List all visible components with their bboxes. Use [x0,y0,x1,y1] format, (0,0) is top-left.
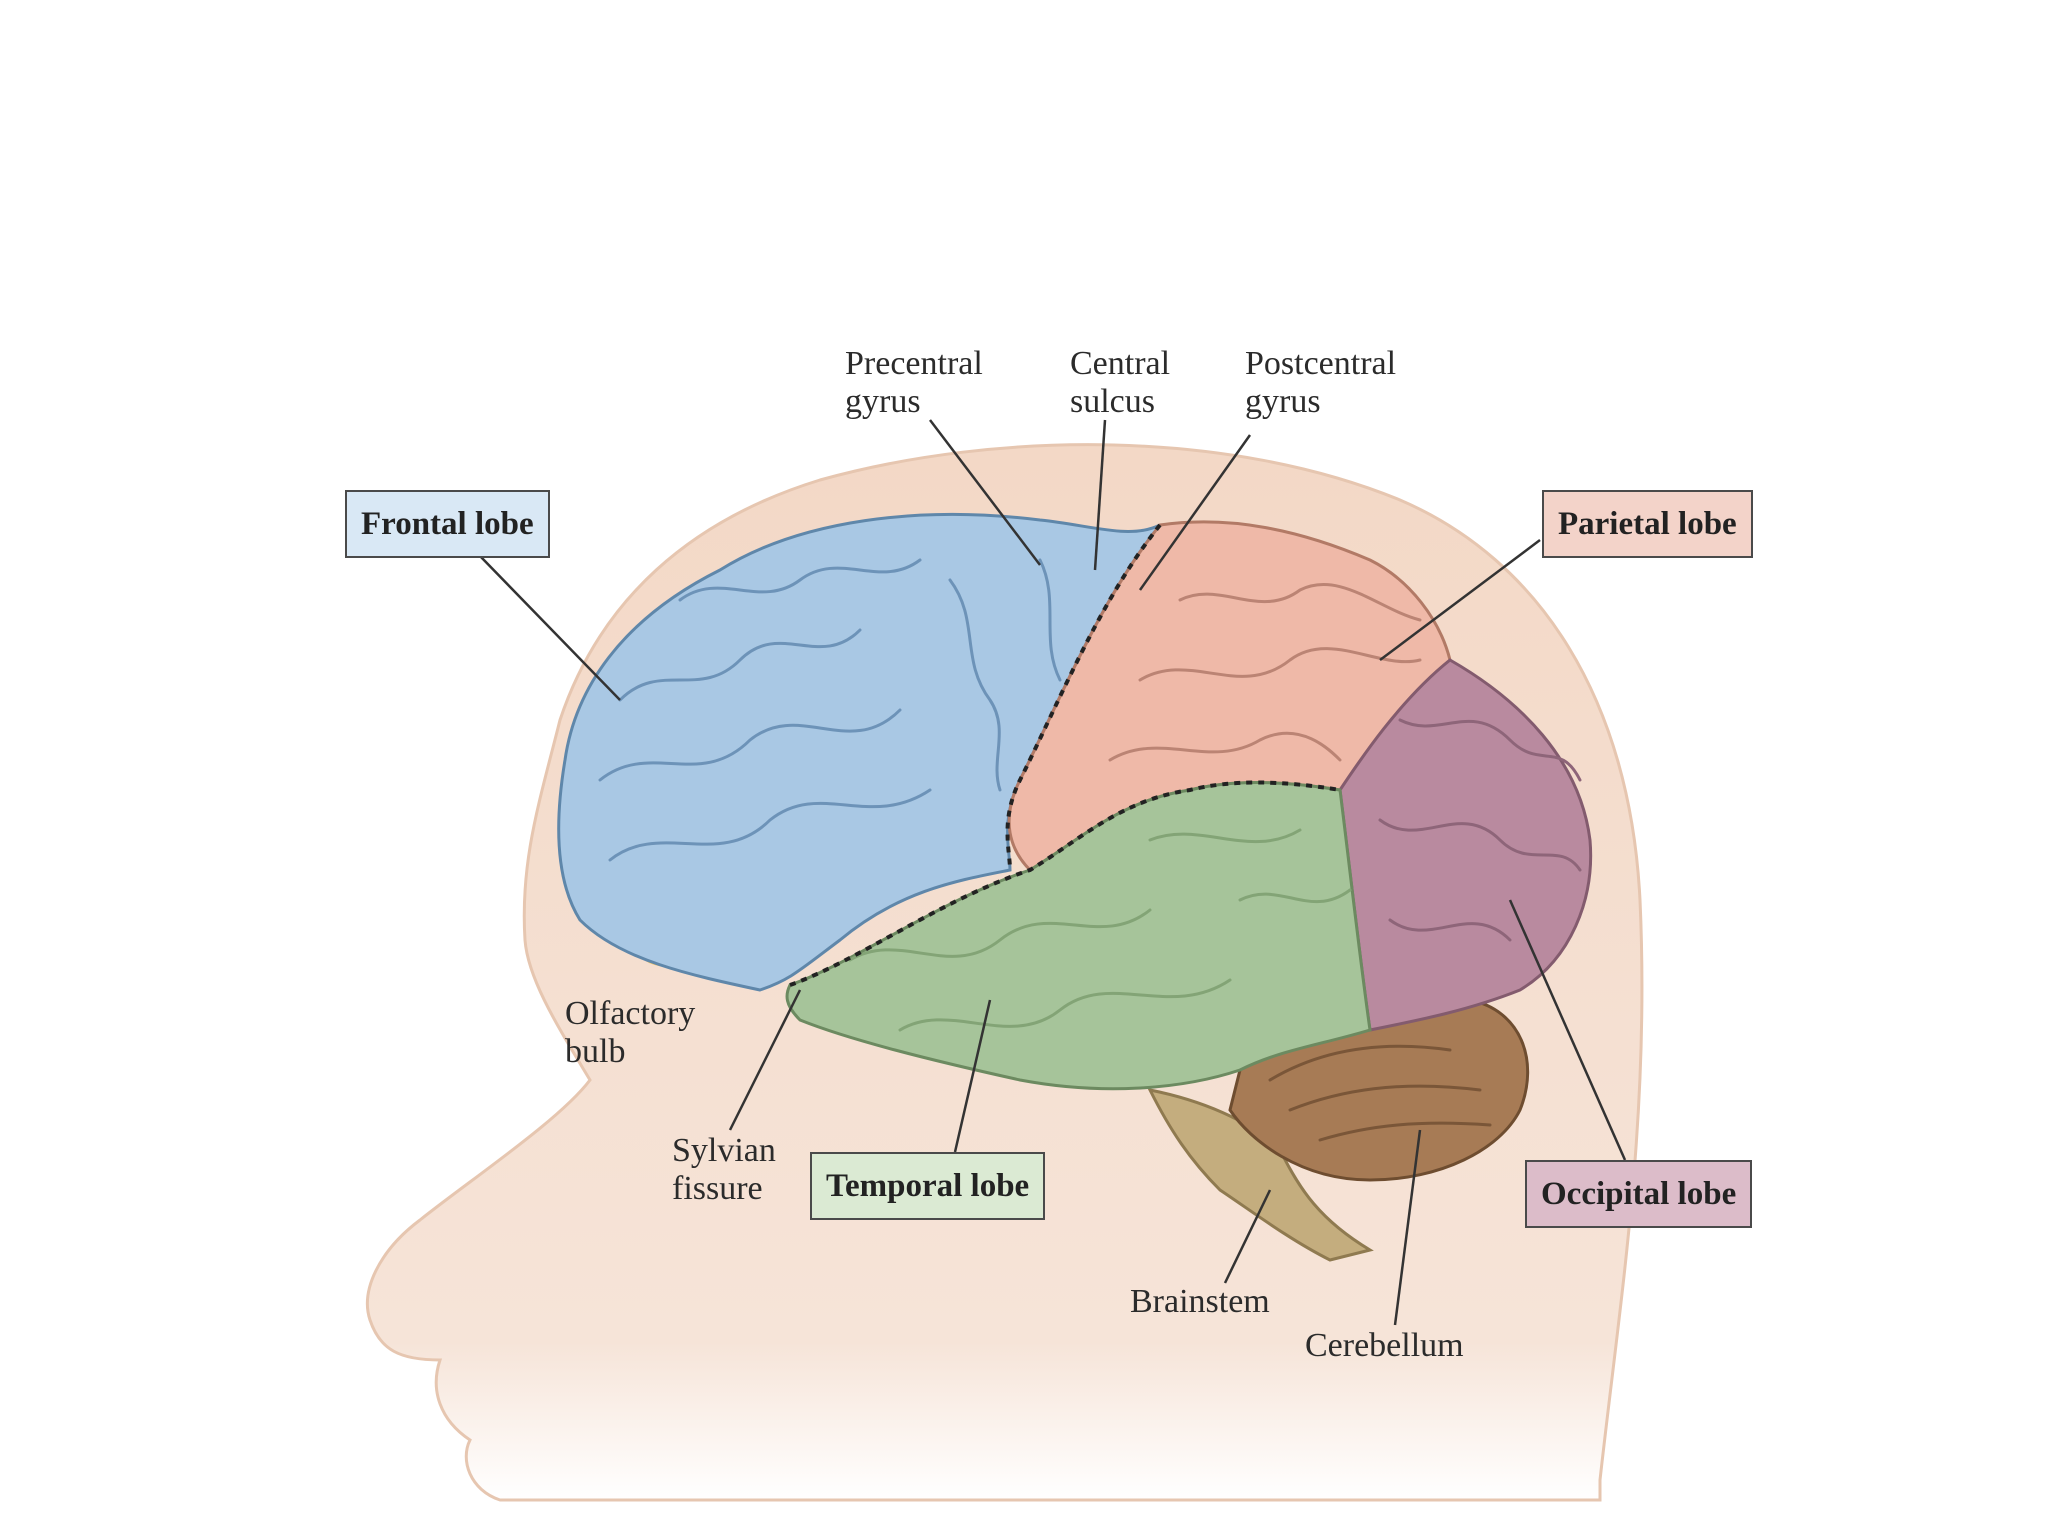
central-sulcus-line-1: Central [1070,345,1170,383]
sylvian-fissure-label: Sylvian fissure [672,1132,776,1208]
precentral-gyrus-label: Precentral gyrus [845,345,983,421]
olfactory-bulb-line-1: Olfactory [565,995,695,1033]
sylvian-fissure-line-2: fissure [672,1170,776,1208]
brainstem-label: Brainstem [1130,1283,1270,1321]
sylvian-fissure-line-1: Sylvian [672,1132,776,1170]
frontal-lobe-label: Frontal lobe [345,490,550,558]
olfactory-bulb-label: Olfactory bulb [565,995,695,1071]
postcentral-gyrus-line-2: gyrus [1245,383,1396,421]
olfactory-bulb-line-2: bulb [565,1033,695,1071]
central-sulcus-line-2: sulcus [1070,383,1170,421]
cerebellum-label: Cerebellum [1305,1327,1464,1365]
postcentral-gyrus-label: Postcentral gyrus [1245,345,1396,421]
precentral-gyrus-line-1: Precentral [845,345,983,383]
postcentral-gyrus-line-1: Postcentral [1245,345,1396,383]
leader-frontal-lobe [480,556,620,700]
parietal-lobe-label: Parietal lobe [1542,490,1753,558]
precentral-gyrus-line-2: gyrus [845,383,983,421]
central-sulcus-label: Central sulcus [1070,345,1170,421]
temporal-lobe-label: Temporal lobe [810,1152,1045,1220]
occipital-lobe-label: Occipital lobe [1525,1160,1752,1228]
